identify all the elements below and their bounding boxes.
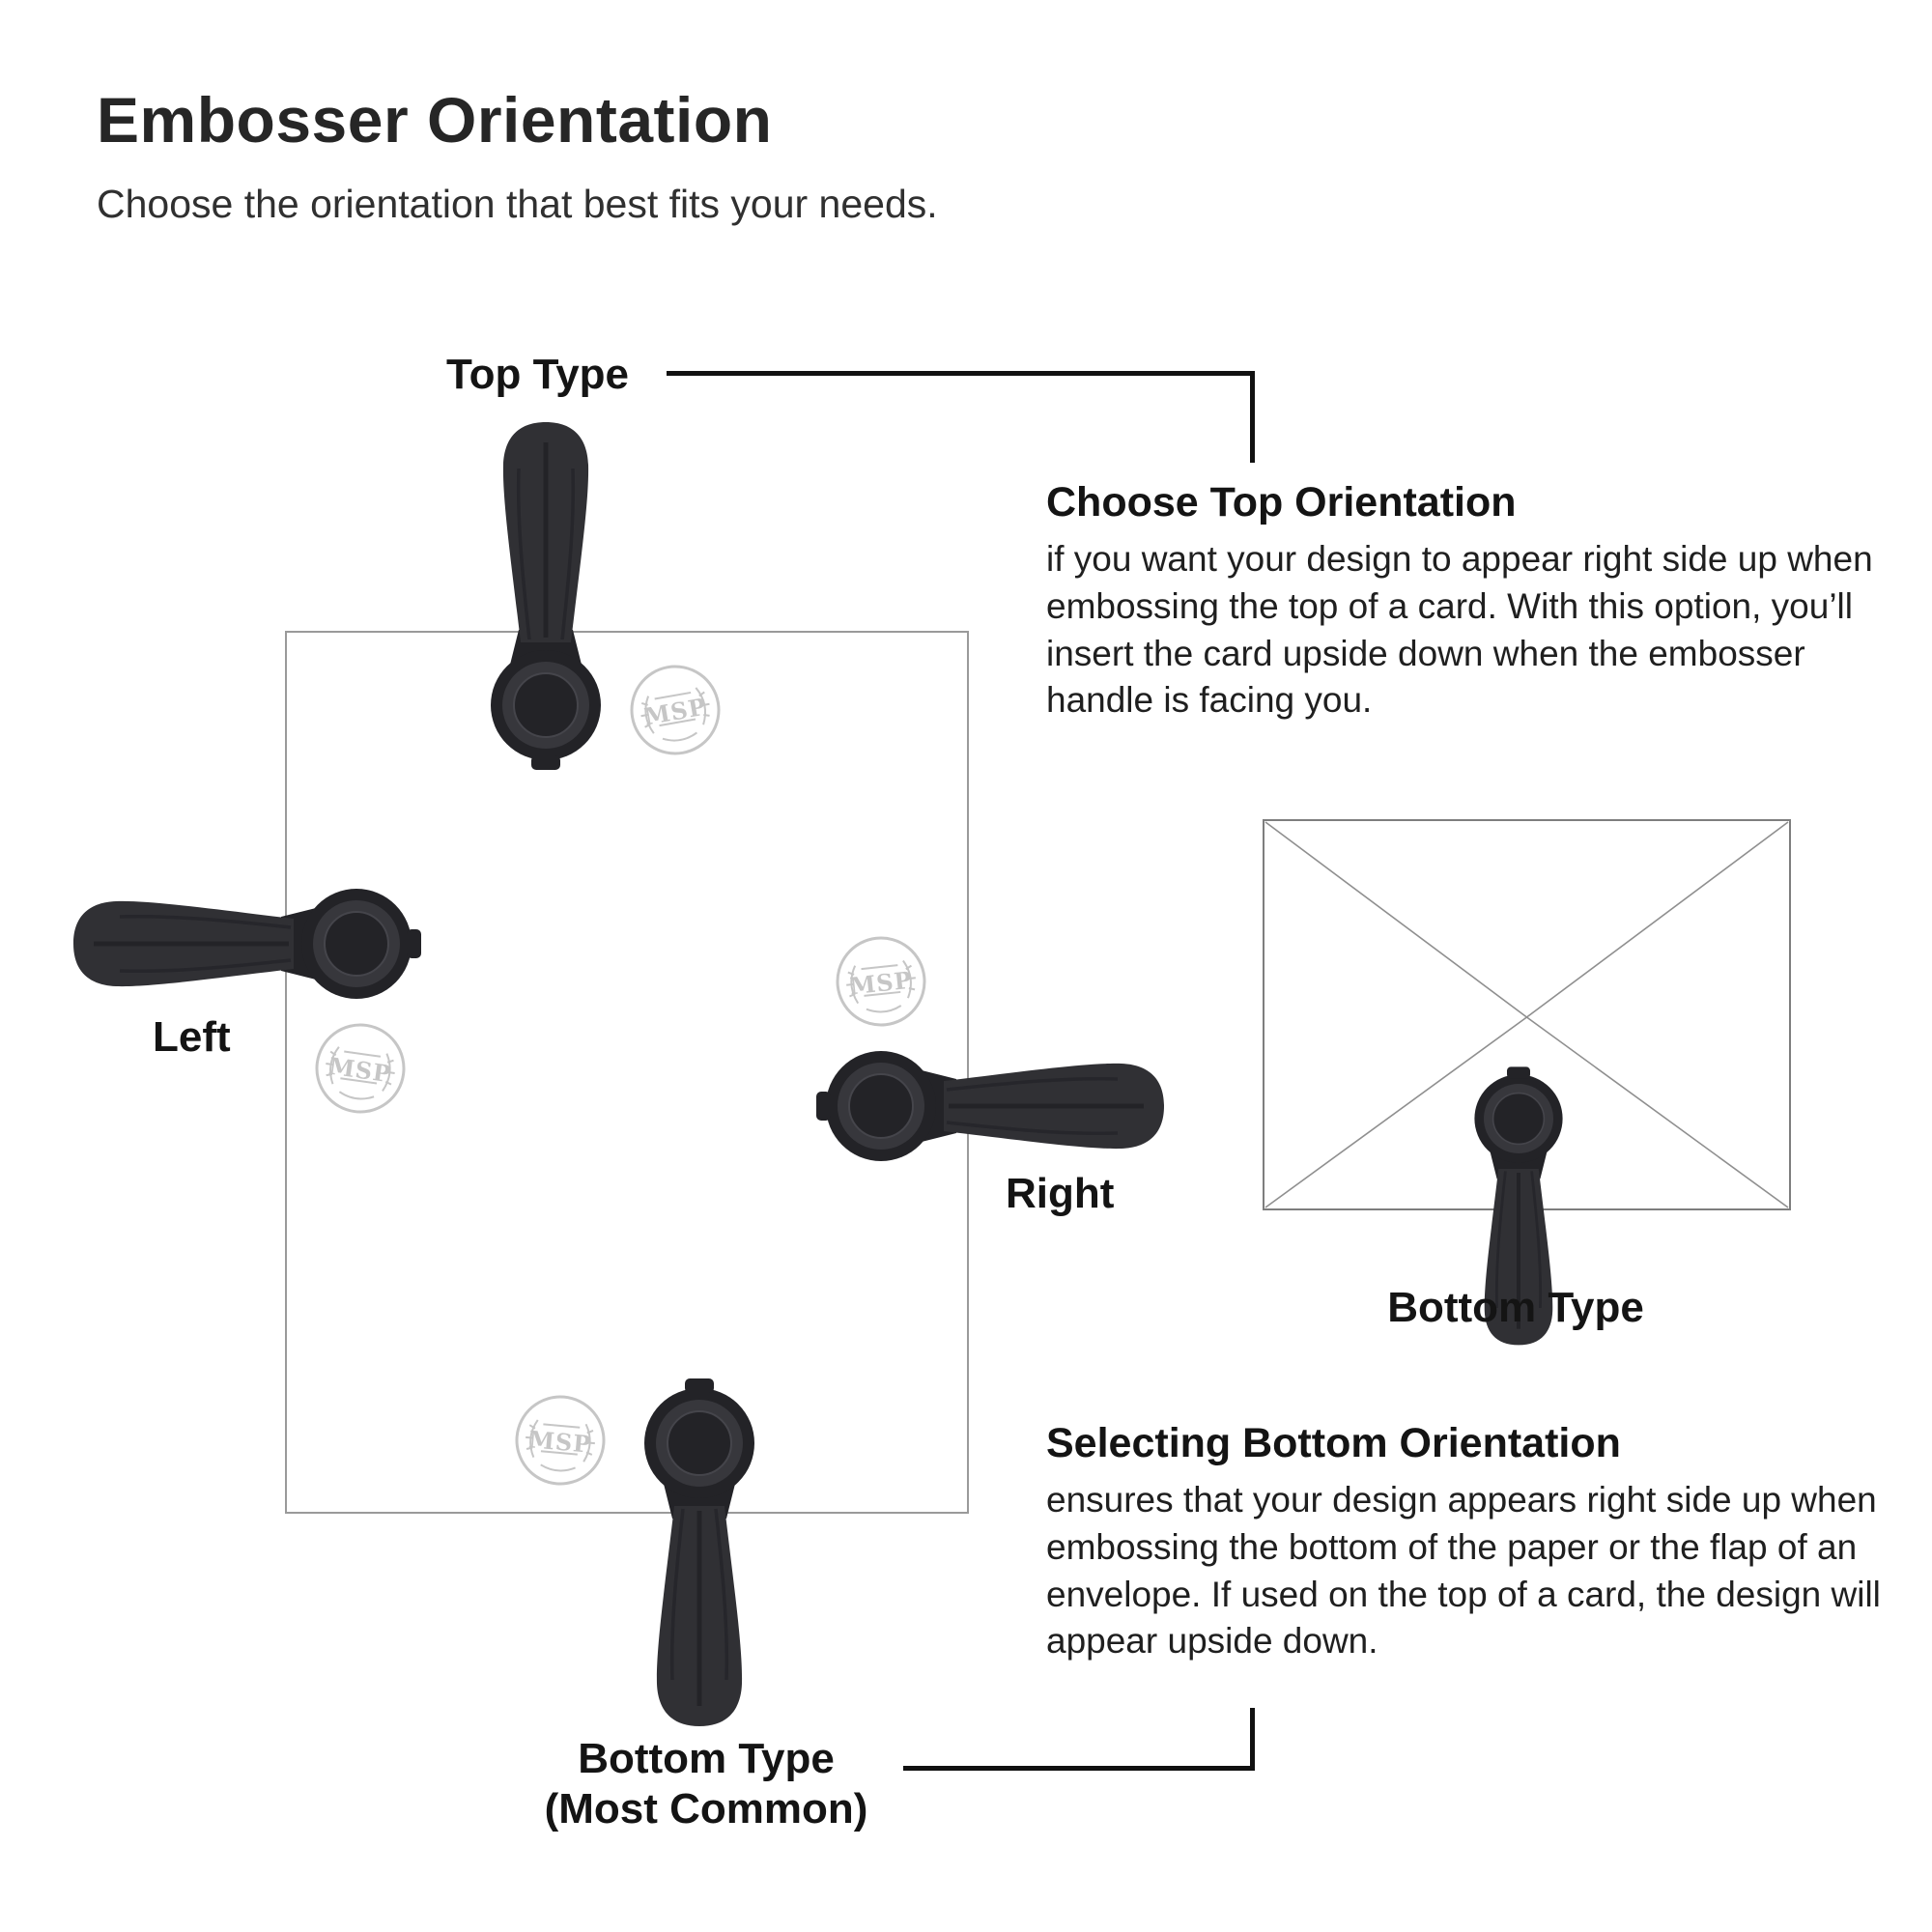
embosser-left-icon: [67, 871, 429, 1016]
page-subtitle: Choose the orientation that best fits yo…: [97, 182, 938, 226]
callout-top-body: if you want your design to appear right …: [1046, 539, 1873, 721]
embosser-bottom-icon: [627, 1371, 772, 1733]
label-bottom-type-line2: (Most Common): [544, 1784, 868, 1833]
callout-bottom-heading: Selecting Bottom Orientation: [1046, 1420, 1621, 1466]
callout-bottom-orientation: Selecting Bottom Orientation ensures tha…: [1046, 1420, 1916, 1665]
connector-top-horizontal: [667, 371, 1255, 376]
embosser-top-icon: [473, 415, 618, 778]
label-envelope-bottom-type: Bottom Type: [1387, 1284, 1644, 1331]
embossed-seal-right: MSP: [828, 928, 934, 1035]
callout-top-heading: Choose Top Orientation: [1046, 479, 1517, 526]
embossed-seal-left: MSP: [306, 1014, 415, 1123]
page-title: Embosser Orientation: [97, 84, 773, 156]
embossed-seal-top: MSP: [619, 654, 731, 766]
callout-top-orientation: Choose Top Orientation if you want your …: [1046, 479, 1916, 724]
connector-bottom-vertical: [1250, 1708, 1255, 1771]
connector-bottom-horizontal: [903, 1766, 1255, 1771]
callout-bottom-body: ensures that your design appears right s…: [1046, 1480, 1881, 1662]
embossed-seal-bottom: MSP: [508, 1388, 612, 1492]
label-left: Left: [153, 1013, 231, 1061]
label-right: Right: [1006, 1170, 1115, 1217]
connector-top-vertical: [1250, 371, 1255, 463]
label-top-type: Top Type: [446, 351, 630, 398]
label-bottom-type-line1: Bottom Type: [578, 1735, 835, 1782]
envelope-flap-lines: [1264, 821, 1789, 1208]
label-bottom-type: Bottom Type (Most Common): [498, 1734, 914, 1834]
embosser-right-icon: [809, 1034, 1171, 1179]
